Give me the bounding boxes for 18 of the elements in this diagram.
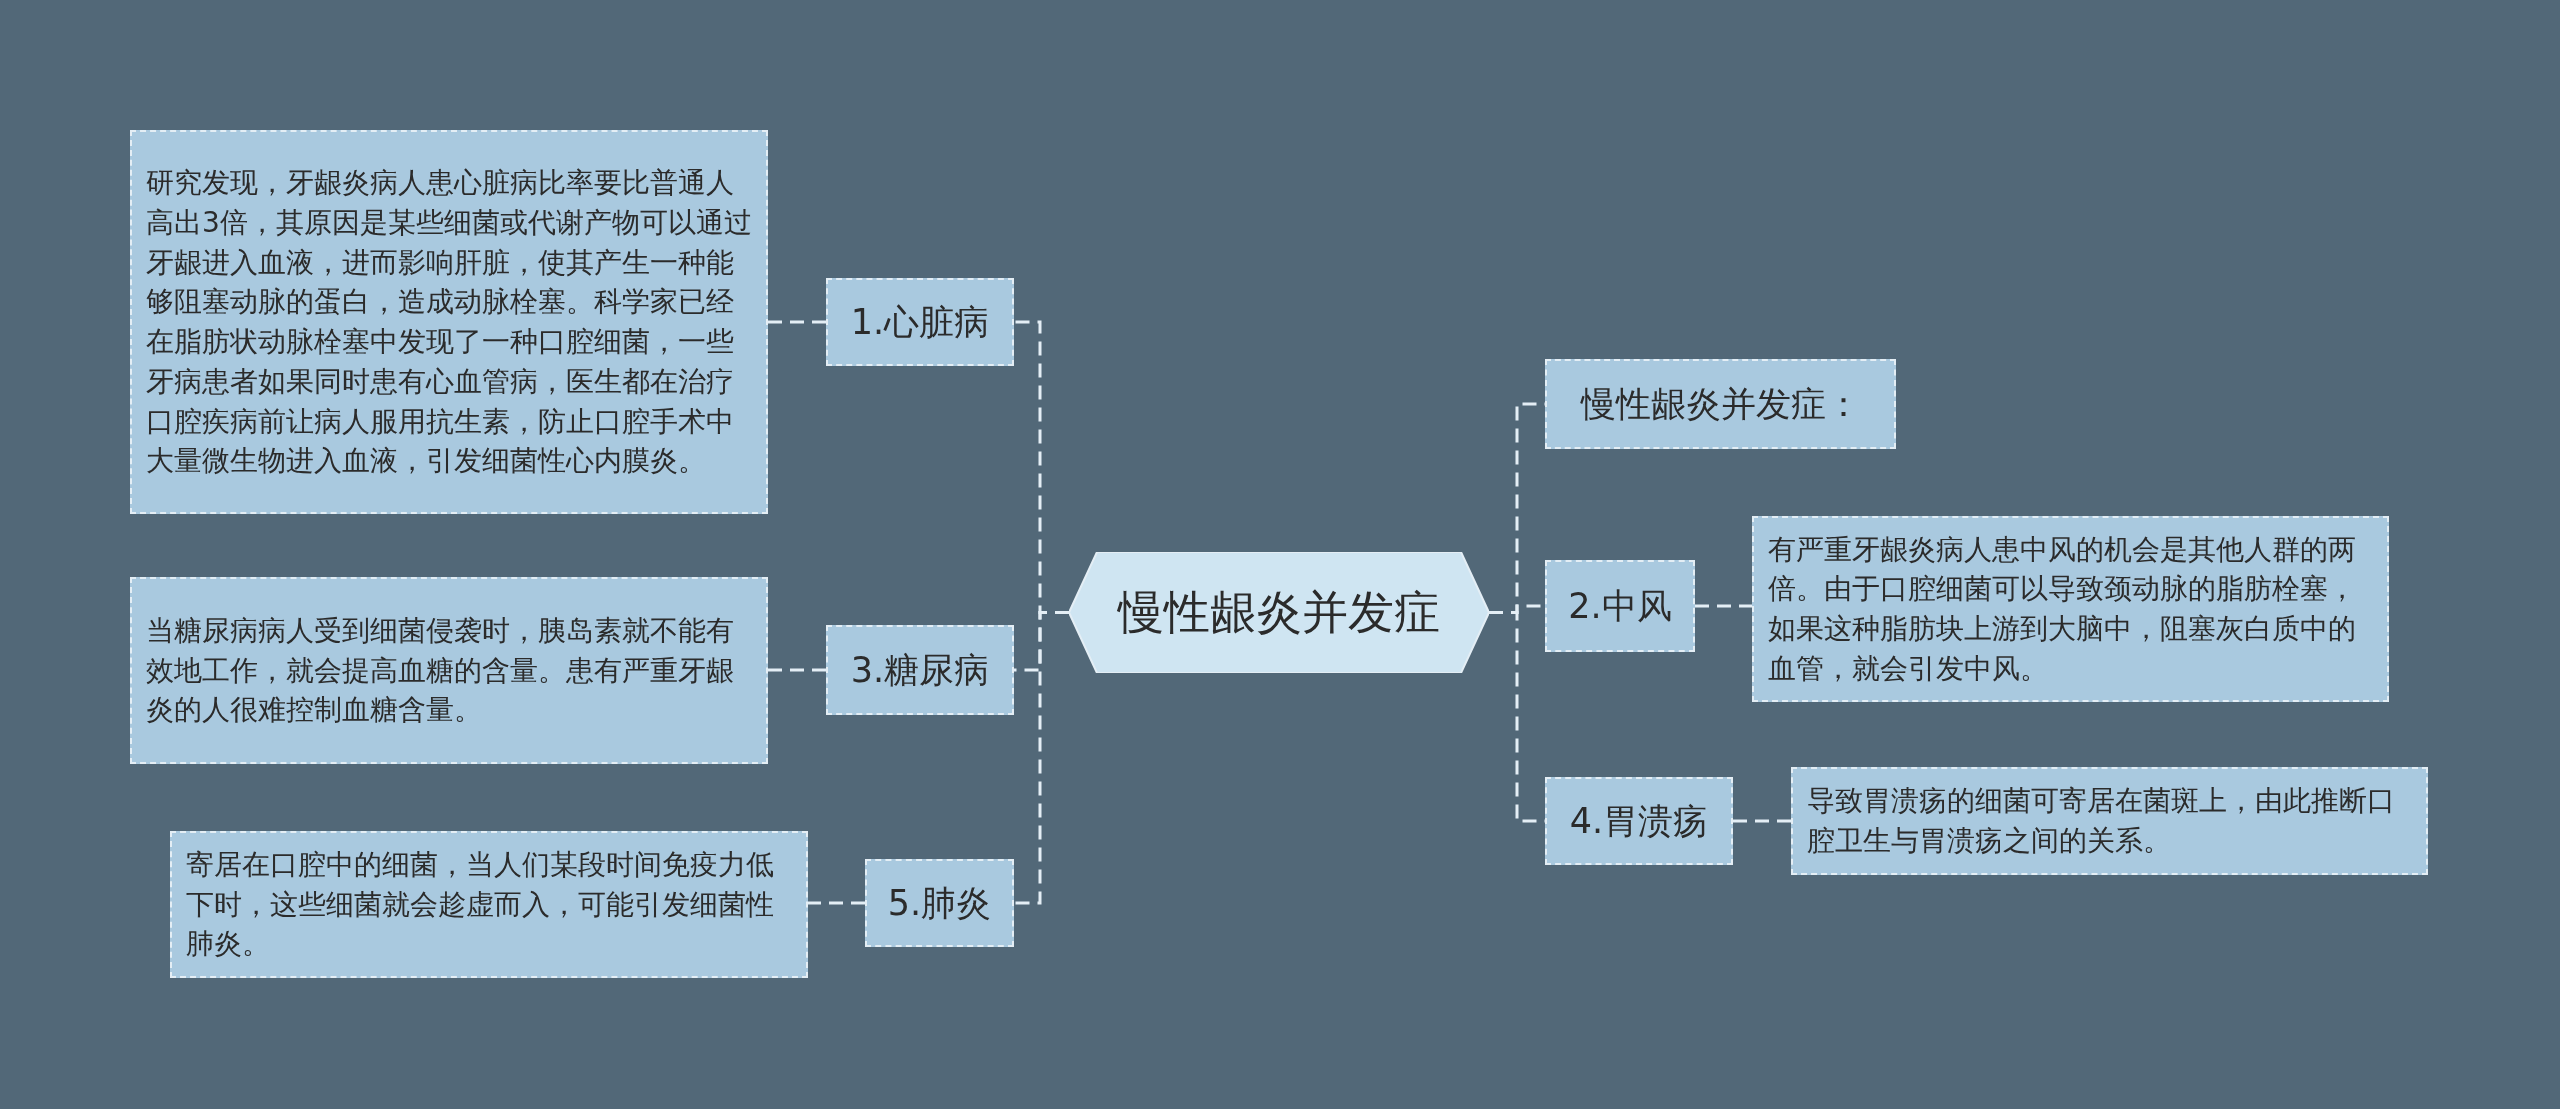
connector-line	[768, 320, 826, 324]
connector-line	[1014, 611, 1069, 905]
description-box: 寄居在口腔中的细菌，当人们某段时间免疫力低下时，这些细菌就会趁虚而入，可能引发细菌性肺炎。	[170, 831, 808, 978]
topic-box: 2.中风	[1545, 560, 1695, 652]
description-box: 研究发现，牙龈炎病人患心脏病比率要比普通人高出3倍，其原因是某些细菌或代谢产物可以通过牙龈进入血液，进而影响肝脏，使其产生一种能够阻塞动脉的蛋白，造成动脉栓塞。科学家已经在脂肪状动脉栓塞中发现了一种口腔细菌，一些牙病患者如果同时患有心血管病，医生都在治疗口腔疾病前让病人服用抗生素，防止口腔手术中大量微生物进入血液，引发细菌性心内膜炎。	[130, 130, 768, 514]
connector-line	[808, 901, 865, 905]
topic-box: 5.肺炎	[865, 859, 1014, 947]
central-topic-hexagon: 慢性龈炎并发症	[1069, 552, 1489, 673]
description-box: 当糖尿病病人受到细菌侵袭时，胰岛素就不能有效地工作，就会提高血糖的含量。患有严重牙龈炎的人很难控制血糖含量。	[130, 577, 768, 764]
topic-box: 3.糖尿病	[826, 625, 1014, 715]
connector-line	[1733, 819, 1791, 823]
topic-box: 1.心脏病	[826, 278, 1014, 366]
topic-box: 4.胃溃疡	[1545, 777, 1733, 865]
description-box: 导致胃溃疡的细菌可寄居在菌斑上，由此推断口腔卫生与胃溃疡之间的关系。	[1791, 767, 2428, 875]
connector-line	[768, 668, 826, 672]
topic-box: 慢性龈炎并发症：	[1545, 359, 1896, 449]
description-box: 有严重牙龈炎病人患中风的机会是其他人群的两倍。由于口腔细菌可以导致颈动脉的脂肪栓塞，如果这种脂肪块上游到大脑中，阻塞灰白质中的血管，就会引发中风。	[1752, 516, 2389, 702]
connector-line	[1695, 604, 1752, 608]
